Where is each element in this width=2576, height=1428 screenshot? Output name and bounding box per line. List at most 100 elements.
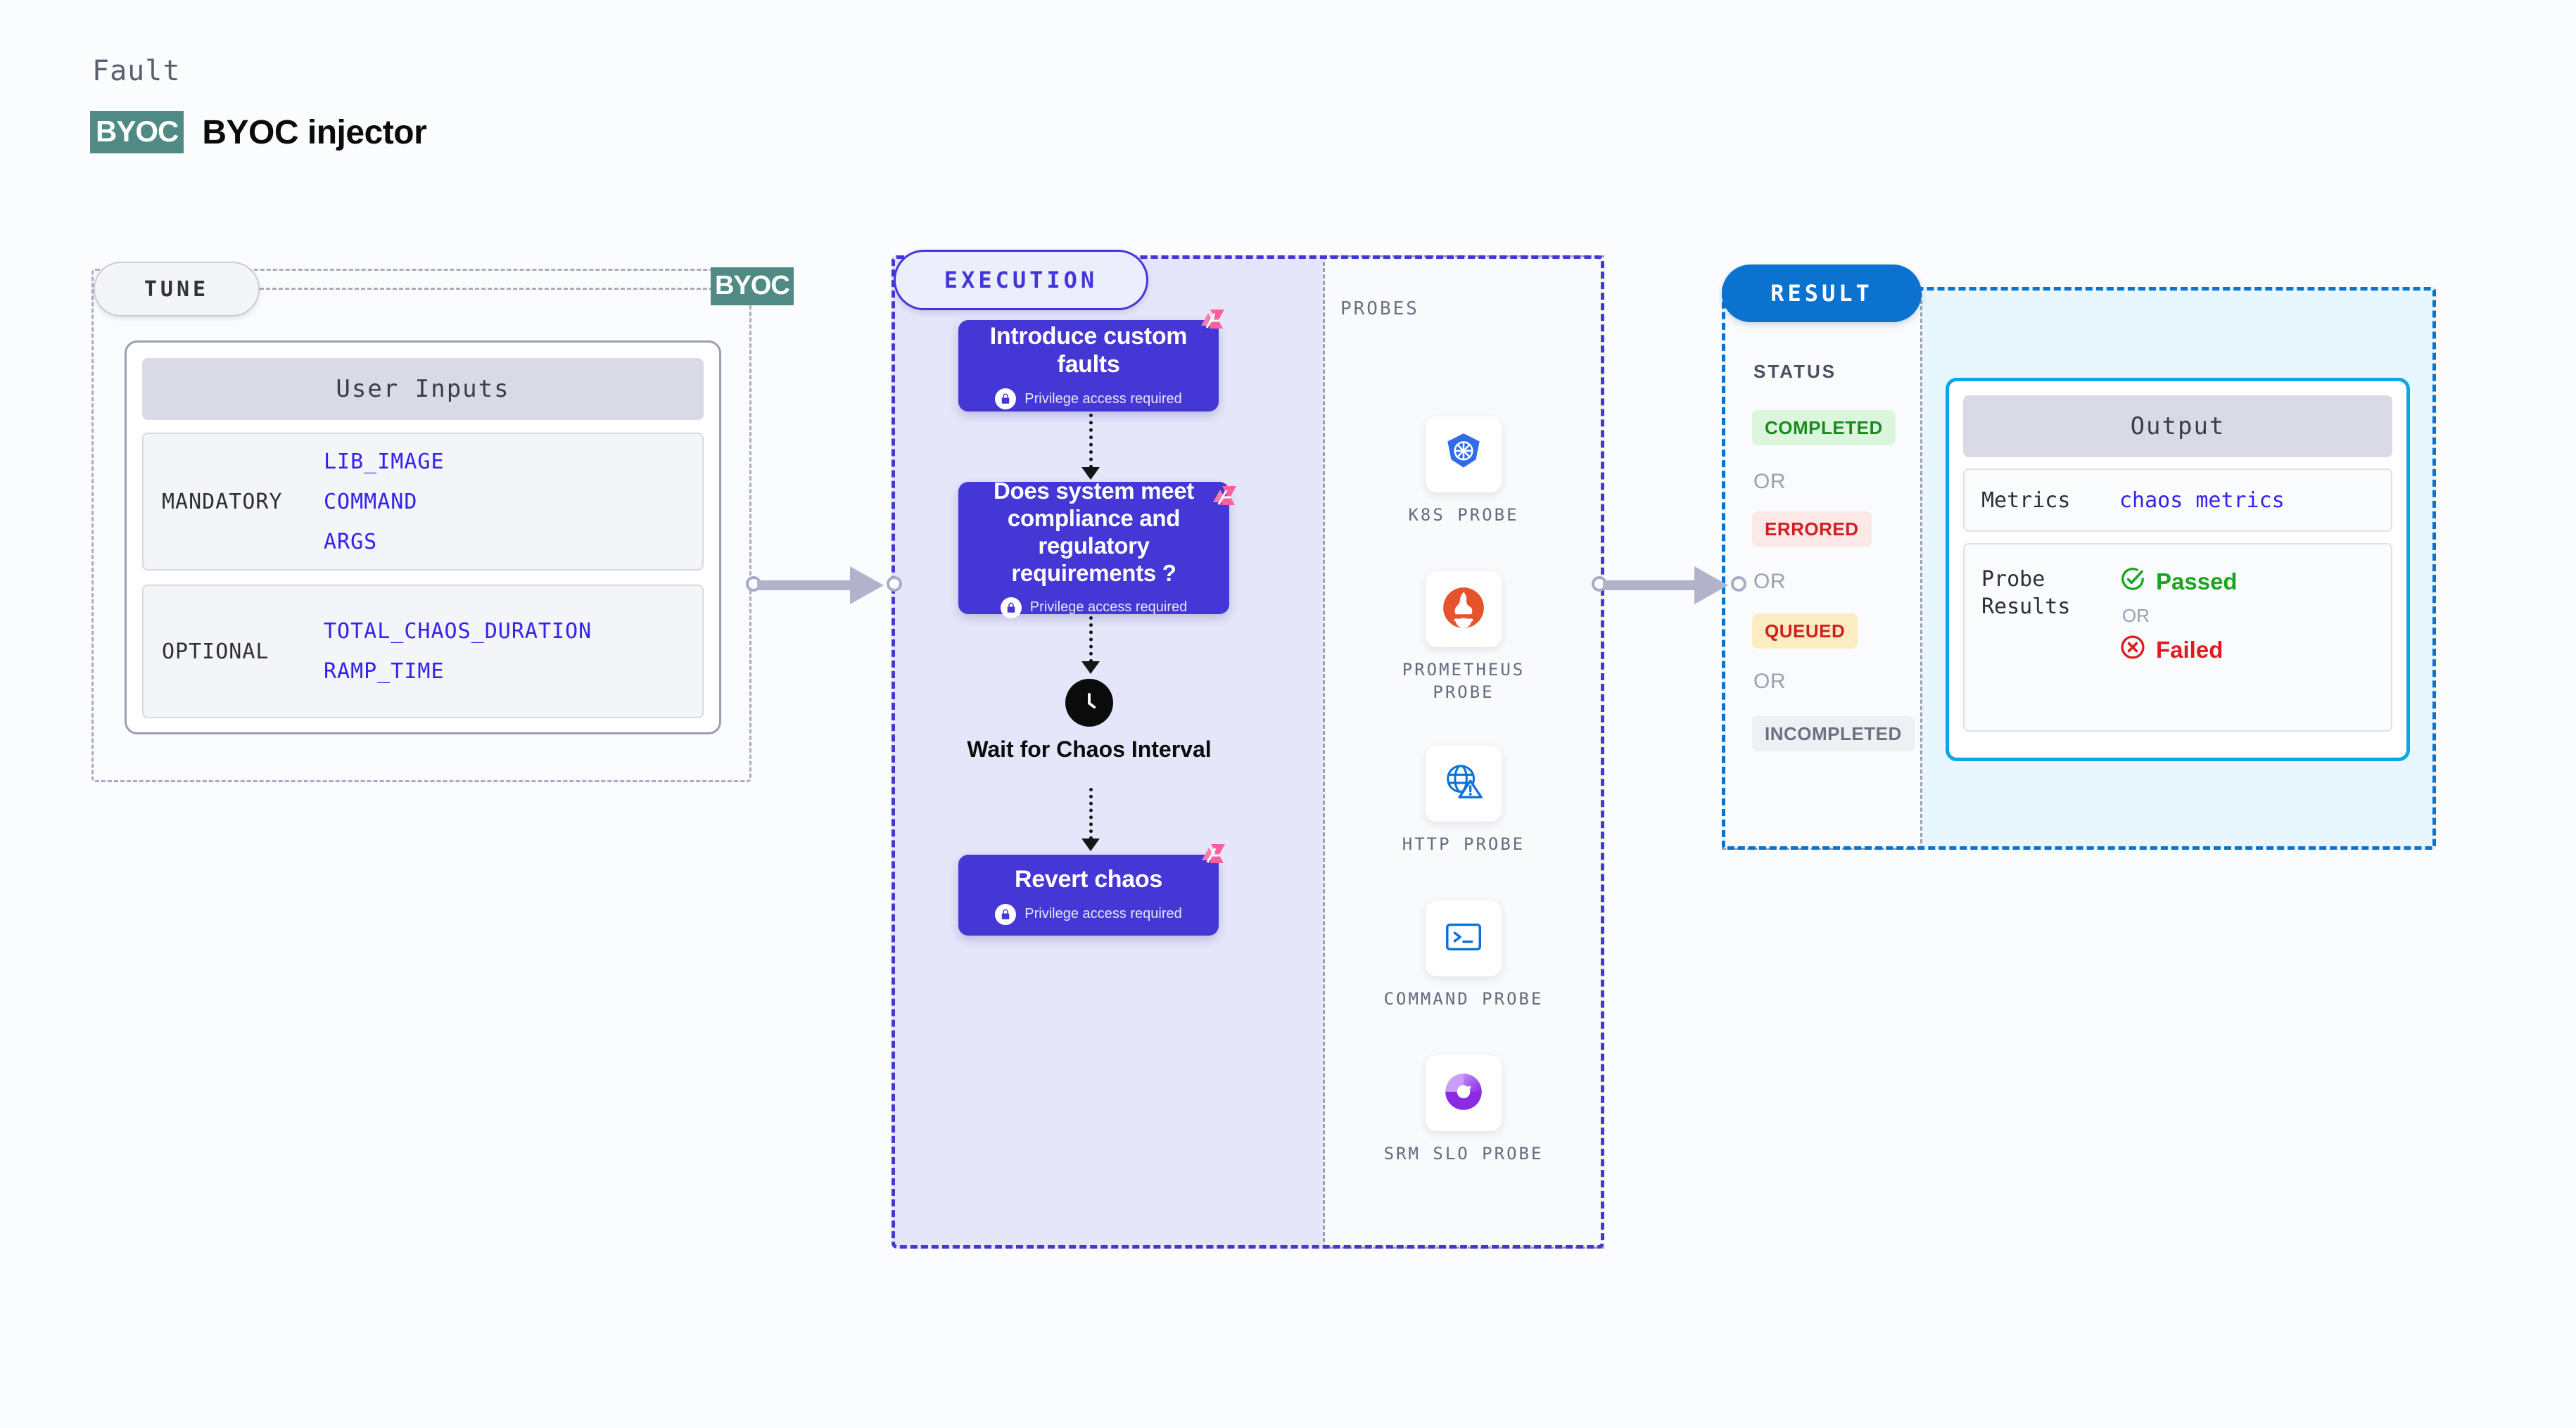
page-title: BYOC injector bbox=[202, 113, 427, 151]
probe-item-command[interactable]: COMMAND PROBE bbox=[1383, 900, 1544, 1010]
param-group-mandatory: MANDATORY LIB_IMAGE COMMAND ARGS bbox=[142, 433, 704, 570]
probe-tile bbox=[1426, 746, 1502, 822]
param-group-optional: OPTIONAL TOTAL_CHAOS_DURATION RAMP_TIME bbox=[142, 585, 704, 718]
user-inputs-card: User Inputs MANDATORY LIB_IMAGE COMMAND … bbox=[125, 340, 721, 734]
privilege-note: Privilege access required bbox=[995, 903, 1182, 925]
arrow-head-icon bbox=[1081, 839, 1100, 851]
param-lib-image[interactable]: LIB_IMAGE bbox=[324, 449, 445, 474]
param-ramp-time[interactable]: RAMP_TIME bbox=[324, 659, 445, 684]
probe-results-label: Probe Results bbox=[1981, 567, 2071, 619]
probe-tile bbox=[1426, 416, 1502, 492]
probe-result-or-label: OR bbox=[2122, 605, 2150, 626]
execution-fill bbox=[892, 255, 1324, 1249]
tune-section-pill[interactable]: TUNE bbox=[94, 262, 260, 317]
param-value-list: TOTAL_CHAOS_DURATION RAMP_TIME bbox=[324, 619, 592, 684]
execution-step-compliance-check[interactable]: Does system meet compliance and regulato… bbox=[958, 478, 1229, 618]
param-group-label: MANDATORY bbox=[162, 489, 283, 514]
metrics-label: Metrics bbox=[1981, 487, 2071, 513]
page-eyebrow: Fault bbox=[92, 55, 181, 87]
execution-section-pill[interactable]: EXECUTION bbox=[894, 250, 1148, 310]
output-row-probe-results: Probe Results Passed OR bbox=[1963, 543, 2392, 732]
harness-logo-icon bbox=[1193, 307, 1226, 340]
connector-shaft bbox=[757, 580, 870, 590]
step-title: Introduce custom faults bbox=[989, 322, 1188, 378]
arrow-head-icon bbox=[1081, 467, 1100, 480]
step-title: Does system meet compliance and regulato… bbox=[993, 478, 1194, 586]
privilege-note: Privilege access required bbox=[995, 388, 1182, 410]
kubernetes-icon bbox=[1440, 430, 1487, 480]
output-row-metrics: Metrics chaos metrics bbox=[1963, 468, 2392, 532]
byoc-border-marker: BYOC bbox=[711, 267, 794, 305]
probe-item-prometheus[interactable]: PROMETHEUS PROBE bbox=[1383, 571, 1544, 704]
execution-step-revert-chaos[interactable]: Revert chaos Privilege access required bbox=[958, 855, 1219, 936]
probe-results-values: Passed OR Failed bbox=[2119, 566, 2238, 666]
globe-warning-icon bbox=[1442, 760, 1485, 808]
privilege-label: Privilege access required bbox=[1024, 390, 1182, 407]
output-card: Output Metrics chaos metrics Probe Resul… bbox=[1946, 378, 2410, 761]
probe-tile bbox=[1426, 900, 1502, 976]
probe-result-passed: Passed bbox=[2119, 566, 2238, 598]
byoc-logo-chip: BYOC bbox=[90, 111, 184, 153]
status-title: STATUS bbox=[1753, 361, 1837, 382]
status-badge-errored: ERRORED bbox=[1752, 511, 1872, 547]
prometheus-icon bbox=[1440, 585, 1487, 635]
lock-icon bbox=[1000, 597, 1022, 618]
param-args[interactable]: ARGS bbox=[324, 529, 378, 554]
probe-tile bbox=[1426, 1055, 1502, 1131]
probe-item-http[interactable]: HTTP PROBE bbox=[1383, 746, 1544, 855]
x-circle-icon bbox=[2119, 634, 2146, 666]
connector-end-node bbox=[887, 576, 902, 592]
param-value-list: LIB_IMAGE COMMAND ARGS bbox=[324, 450, 445, 554]
probe-label: PROMETHEUS PROBE bbox=[1402, 660, 1525, 703]
wait-node-label: Wait for Chaos Interval bbox=[967, 737, 1212, 762]
clock-icon bbox=[1065, 679, 1113, 727]
connector-line bbox=[1089, 616, 1093, 663]
user-inputs-header: User Inputs bbox=[142, 358, 704, 420]
passed-label: Passed bbox=[2156, 568, 2238, 594]
terminal-icon bbox=[1442, 915, 1485, 962]
probe-label: SRM SLO PROBE bbox=[1383, 1144, 1544, 1164]
execution-step-introduce-faults[interactable]: Introduce custom faults Privilege access… bbox=[958, 320, 1219, 412]
arrow-head-icon bbox=[850, 566, 884, 604]
status-badge-completed: COMPLETED bbox=[1752, 410, 1896, 445]
result-section-pill[interactable]: RESULT bbox=[1722, 264, 1922, 322]
lock-icon bbox=[995, 903, 1017, 925]
param-group-label: OPTIONAL bbox=[162, 639, 269, 664]
arrow-head-icon bbox=[1694, 566, 1728, 604]
status-badge-queued: QUEUED bbox=[1752, 613, 1858, 649]
connector-execution-to-result bbox=[1592, 559, 1748, 608]
connector-line bbox=[1089, 414, 1093, 468]
privilege-note: Privilege access required bbox=[1000, 597, 1188, 618]
status-or-label: OR bbox=[1753, 670, 1786, 693]
probe-item-k8s[interactable]: K8S PROBE bbox=[1383, 416, 1544, 526]
harness-logo-icon bbox=[1194, 842, 1226, 874]
tune-border-lead bbox=[260, 288, 713, 290]
metrics-value[interactable]: chaos metrics bbox=[2119, 487, 2285, 513]
probe-label: COMMAND PROBE bbox=[1383, 989, 1544, 1009]
check-circle-icon bbox=[2119, 566, 2146, 598]
arrow-head-icon bbox=[1081, 661, 1100, 674]
connector-tune-to-execution bbox=[746, 559, 904, 608]
status-or-label: OR bbox=[1753, 470, 1786, 493]
connector-line bbox=[1089, 788, 1093, 840]
probe-label: K8S PROBE bbox=[1408, 505, 1519, 525]
srm-slo-icon bbox=[1440, 1069, 1487, 1118]
lock-icon bbox=[995, 388, 1017, 410]
privilege-label: Privilege access required bbox=[1024, 906, 1182, 922]
execution-container bbox=[892, 255, 1604, 1249]
probe-item-srm-slo[interactable]: SRM SLO PROBE bbox=[1383, 1055, 1544, 1165]
status-badge-incompleted: INCOMPLETED bbox=[1752, 716, 1915, 751]
probe-result-failed: Failed bbox=[2119, 634, 2238, 666]
param-total-chaos-duration[interactable]: TOTAL_CHAOS_DURATION bbox=[324, 619, 592, 644]
privilege-label: Privilege access required bbox=[1029, 599, 1188, 616]
step-title: Revert chaos bbox=[1015, 866, 1162, 893]
status-or-label: OR bbox=[1753, 570, 1786, 593]
probe-tile bbox=[1426, 571, 1502, 647]
param-command[interactable]: COMMAND bbox=[324, 489, 418, 514]
connector-shaft bbox=[1603, 580, 1714, 590]
probe-label: HTTP PROBE bbox=[1402, 834, 1525, 854]
probes-title: PROBES bbox=[1340, 298, 1419, 319]
result-status-container bbox=[1722, 287, 1922, 850]
page-title-row: BYOC BYOC injector bbox=[90, 111, 427, 153]
